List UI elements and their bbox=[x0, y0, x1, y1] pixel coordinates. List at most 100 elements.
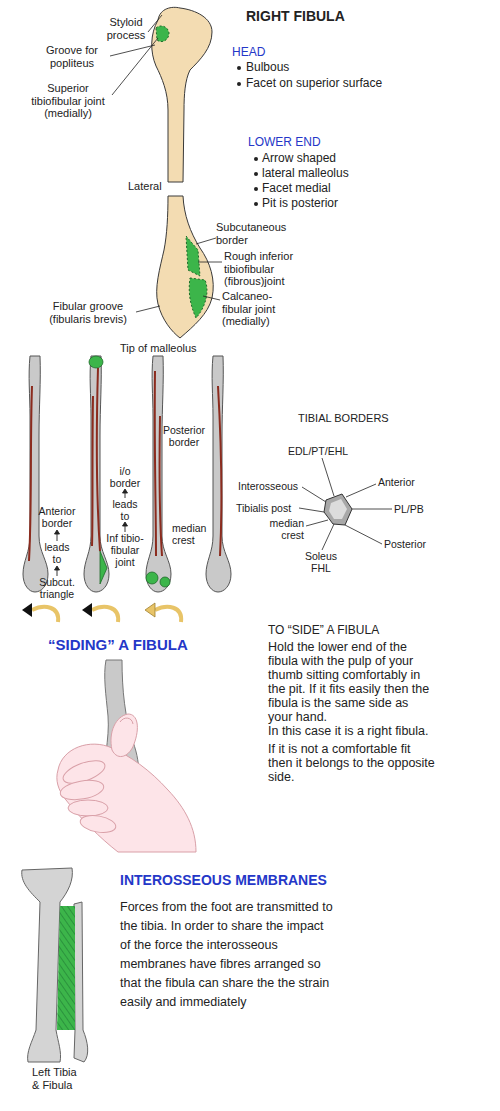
arrow-head bbox=[55, 566, 60, 570]
muscle-label: Soleus FHL bbox=[303, 550, 339, 574]
joint-facet bbox=[89, 356, 103, 368]
leader-lines bbox=[110, 15, 222, 312]
leader-line bbox=[299, 508, 324, 512]
arrow-head bbox=[82, 603, 92, 617]
part-label: Groove for popliteus bbox=[32, 44, 112, 69]
feature-note: Facet medial bbox=[262, 182, 331, 196]
section-heading: INTEROSSEOUS MEMBRANES bbox=[120, 872, 327, 888]
leader-line bbox=[345, 525, 382, 544]
tibia-cross-section bbox=[299, 458, 392, 550]
feature-note: lateral malleolus bbox=[262, 167, 349, 181]
border-label: Subcut. triangle bbox=[33, 576, 81, 600]
fibula-lower bbox=[157, 196, 214, 338]
hand-illustration bbox=[57, 660, 196, 852]
section-heading: TO “SIDE” A FIBULA bbox=[268, 624, 379, 638]
bone-outline bbox=[23, 356, 48, 592]
leader-line bbox=[346, 484, 376, 497]
leader-line bbox=[198, 262, 222, 263]
border-line bbox=[155, 371, 156, 556]
part-label: Lateral bbox=[128, 180, 162, 193]
bullet bbox=[254, 202, 258, 206]
feature-note: Facet on superior surface bbox=[246, 77, 382, 91]
rotation-arrow bbox=[155, 607, 181, 622]
fibula bbox=[74, 902, 88, 1062]
bone-outline bbox=[206, 356, 231, 592]
border-label: Interosseous bbox=[238, 480, 298, 492]
border-line bbox=[92, 396, 93, 546]
leader-line bbox=[322, 458, 334, 496]
thumb bbox=[111, 714, 137, 757]
leader-line bbox=[322, 524, 334, 550]
arrow-head bbox=[123, 522, 128, 526]
body-text: Hold the lower end of the fibula with th… bbox=[268, 640, 436, 724]
bullet bbox=[254, 187, 258, 191]
finger bbox=[79, 813, 117, 835]
muscle-label: PL/PB bbox=[394, 503, 424, 515]
arrow-head bbox=[22, 603, 32, 617]
section-heading: “SIDING” A FIBULA bbox=[48, 636, 188, 653]
border-line bbox=[218, 386, 221, 556]
bullet bbox=[237, 66, 241, 70]
rotation-arrow bbox=[92, 607, 118, 622]
border-note: leads to bbox=[41, 541, 73, 565]
feature-note: Bulbous bbox=[246, 61, 289, 75]
muscle-label: Tibialis post bbox=[236, 502, 291, 514]
border-label: Anterior bbox=[378, 476, 415, 488]
finger bbox=[59, 777, 105, 802]
border-label: median crest bbox=[172, 522, 212, 546]
interosseous-membrane bbox=[57, 906, 75, 1030]
arrow-head bbox=[55, 530, 60, 534]
joint-facet bbox=[160, 577, 170, 587]
part-label: Superior tibiofibular joint (medially) bbox=[22, 82, 114, 120]
arrow-head bbox=[145, 603, 155, 617]
arrow-head bbox=[123, 489, 128, 493]
rotation-arrow bbox=[32, 607, 58, 622]
finger bbox=[68, 800, 108, 816]
joint-facet bbox=[186, 236, 200, 276]
tibia-fibula-illustration bbox=[22, 868, 88, 1062]
joint-facet bbox=[156, 26, 169, 42]
feature-note: Arrow shaped bbox=[262, 152, 336, 166]
border-label: i/o border bbox=[105, 465, 145, 489]
thumbnail bbox=[120, 718, 133, 724]
fibula-view bbox=[206, 356, 231, 592]
section-heading: TIBIAL BORDERS bbox=[298, 412, 389, 425]
part-label: Tip of malleolus bbox=[120, 342, 197, 355]
body-text: In this case it is a right fibula. bbox=[268, 724, 436, 738]
fibula-view bbox=[84, 356, 109, 592]
bone-outline bbox=[146, 356, 171, 592]
fibula-upper bbox=[152, 7, 212, 182]
marrow-section bbox=[329, 499, 347, 519]
section-heading: HEAD bbox=[232, 46, 265, 60]
part-label: Rough inferior tibiofibular (fibrous)joi… bbox=[224, 250, 302, 288]
fibula-view bbox=[23, 356, 48, 592]
border-line bbox=[160, 416, 162, 556]
bone-outline bbox=[84, 356, 109, 592]
border-label: Anterior border bbox=[33, 505, 81, 529]
leader-line bbox=[196, 238, 216, 244]
membrane-fibres bbox=[57, 906, 75, 1030]
part-label: Calcaneo- fibular joint (medially) bbox=[222, 290, 292, 328]
border-label: Inf tibio- fibular joint bbox=[100, 532, 150, 568]
border-label: median crest bbox=[262, 517, 304, 541]
leader-line bbox=[352, 509, 392, 510]
body-text: If it is not a comfortable fit then it b… bbox=[268, 742, 436, 784]
leader-line bbox=[203, 296, 220, 300]
bullet bbox=[254, 157, 258, 161]
border-label: Posterior border bbox=[160, 424, 208, 448]
body-text: Forces from the foot are transmitted to … bbox=[120, 898, 335, 1012]
figure-caption: Left Tibia & Fibula bbox=[32, 1066, 87, 1092]
joint-facet bbox=[189, 278, 207, 318]
fibula-view bbox=[146, 356, 171, 592]
bullet bbox=[237, 82, 241, 86]
leader-line bbox=[136, 306, 160, 312]
section-heading: LOWER END bbox=[248, 136, 321, 150]
border-note: leads to bbox=[109, 498, 141, 522]
fibula-illustration bbox=[152, 7, 214, 338]
muscle-label: EDL/PT/EHL bbox=[288, 445, 348, 457]
page-title: RIGHT FIBULA bbox=[246, 8, 345, 24]
bone-section bbox=[324, 494, 352, 525]
bullet bbox=[254, 172, 258, 176]
